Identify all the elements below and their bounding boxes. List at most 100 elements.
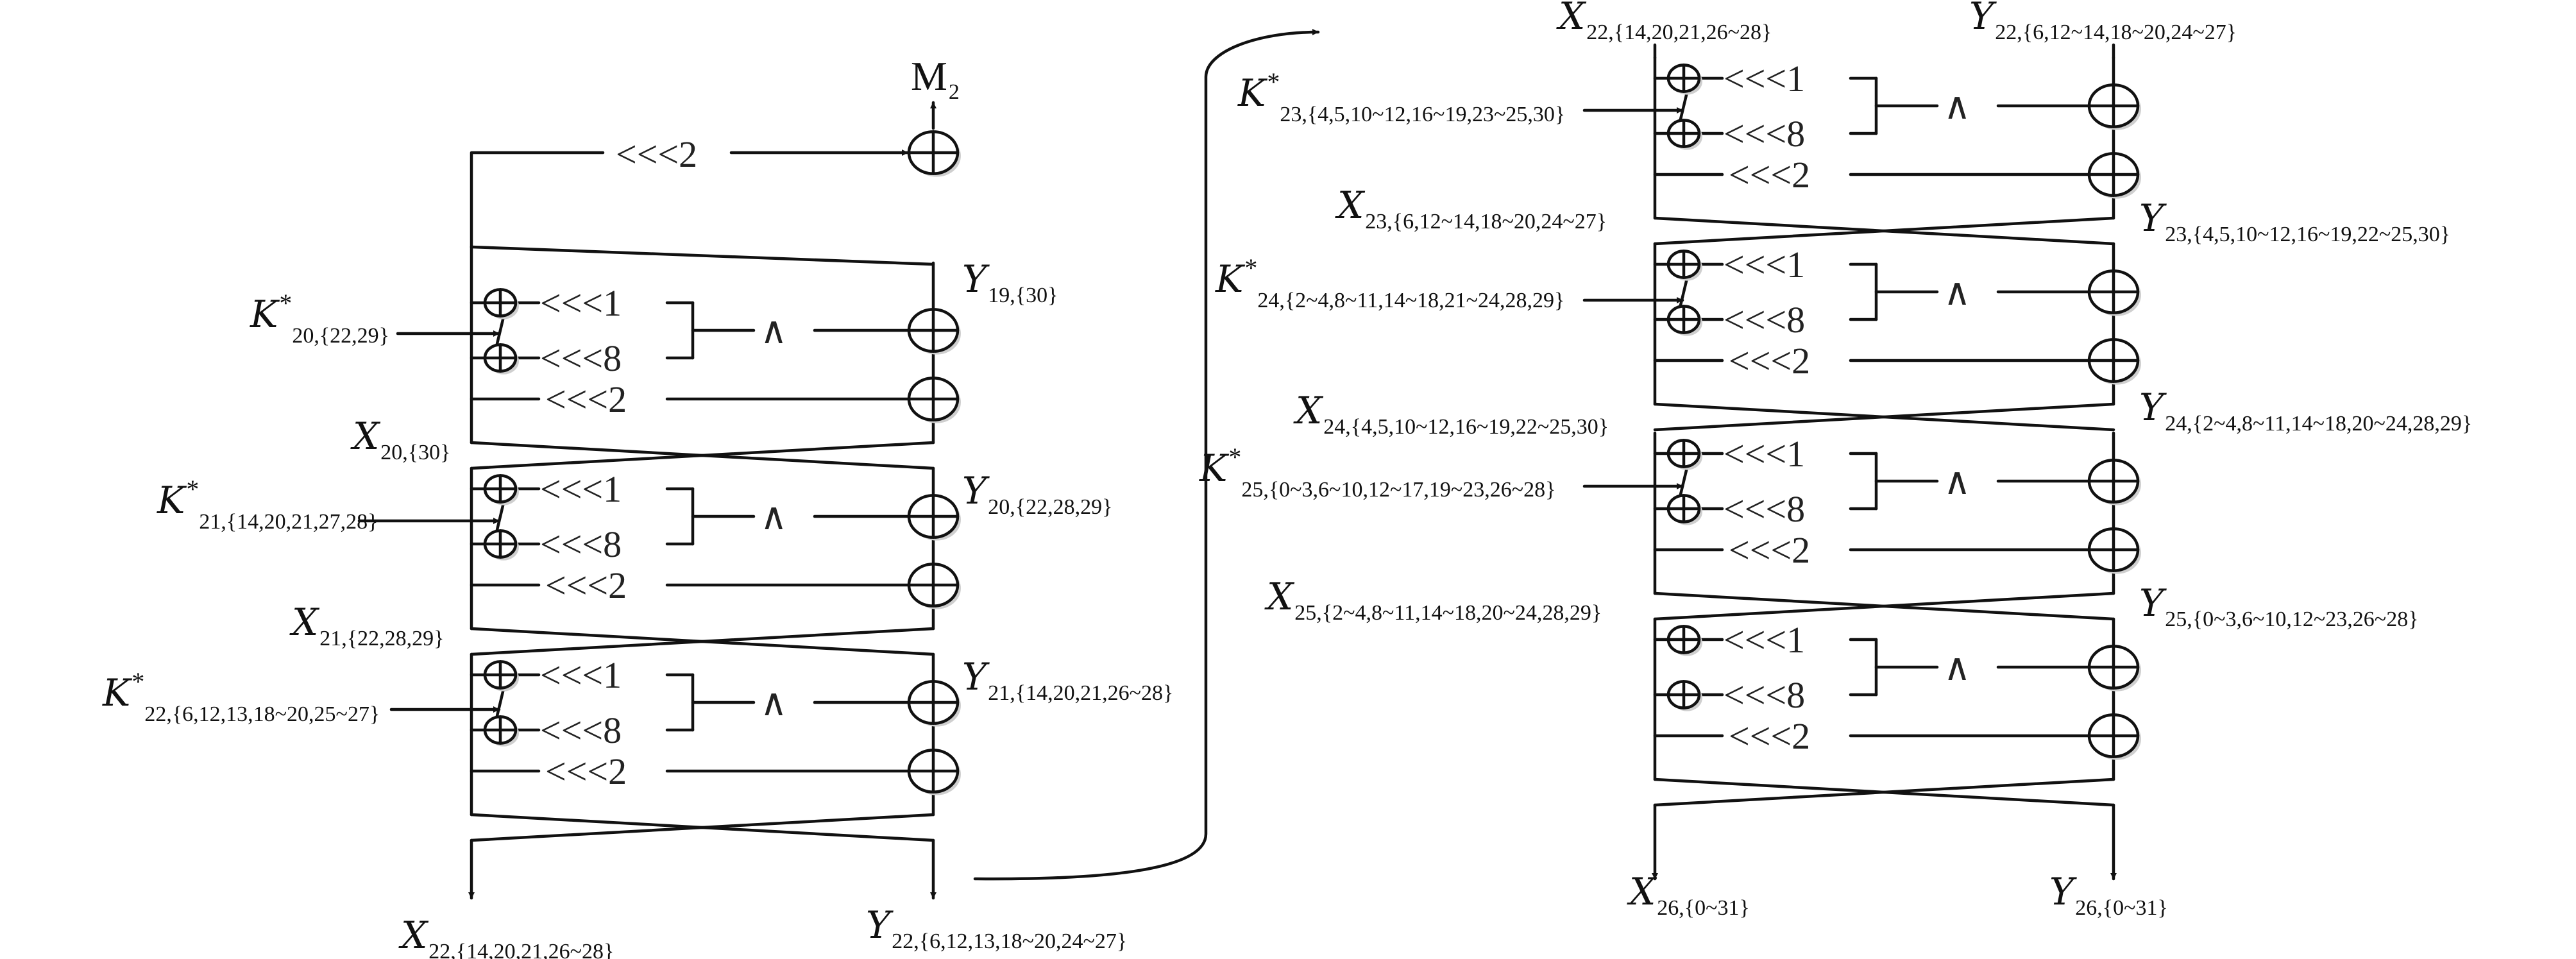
r26-rot2: <<<2 xyxy=(1729,715,1810,757)
r24-rot2-xor xyxy=(2087,338,2141,385)
r22-rot2: <<<2 xyxy=(545,751,627,792)
r26-rot2-xor xyxy=(2087,713,2141,760)
r22-rot2-xor xyxy=(907,749,961,795)
r23-key-xor-a xyxy=(1666,64,1702,95)
left-top-edge xyxy=(470,245,935,266)
r21-rot2: <<<2 xyxy=(545,564,627,606)
r26-key-xor-b xyxy=(1666,680,1702,711)
r25-rot1: <<<1 xyxy=(1724,433,1805,475)
x26-label: X26,{0~31} xyxy=(1627,870,1750,920)
x20-label: X20,{30} xyxy=(350,414,450,464)
r22-cross-b xyxy=(470,813,935,842)
r20-key-join xyxy=(495,312,506,348)
connector-curve xyxy=(973,29,1320,881)
r21-and: ∧ xyxy=(760,496,787,538)
r24-key-xor-b xyxy=(1666,305,1702,336)
x22-left-label: X22,{14,20,21,26~28} xyxy=(398,913,614,959)
r23-rot2: <<<2 xyxy=(1729,154,1810,196)
operator-texts: <<<2 <<<1 <<<8 ∧ <<<2 <<<1 <<<8 ∧ <<<2 <<<1 <<<8 ∧ <… xyxy=(540,58,1970,792)
r24-and: ∧ xyxy=(1944,271,1970,313)
r25-rot8: <<<8 xyxy=(1724,488,1805,530)
r26-rot8: <<<8 xyxy=(1724,674,1805,716)
y20-label: Y20,{22,28,29} xyxy=(962,469,1112,519)
r23-rot2-xor xyxy=(2087,152,2141,199)
r21-cross-b xyxy=(470,627,935,656)
r24-key-join xyxy=(1678,274,1690,310)
r25-key-xor-a xyxy=(1666,439,1702,470)
y19-label: Y19,{30} xyxy=(962,257,1058,307)
y22-left-label: Y22,{6,12,13,18~20,24~27} xyxy=(866,903,1127,953)
k20-label: K*20,{22,29} xyxy=(250,289,389,348)
r21-and-xor xyxy=(907,494,961,541)
r22-and-xor xyxy=(907,680,961,727)
r25-key-xor-b xyxy=(1666,494,1702,525)
r25-cross-b xyxy=(1653,591,2115,621)
x23-label: X23,{6,12~14,18~20,24~27} xyxy=(1335,183,1607,233)
m2-label: M2 xyxy=(911,53,960,104)
xor-operators xyxy=(483,64,2141,795)
r24-key-xor-a xyxy=(1666,250,1702,281)
r24-rot1: <<<1 xyxy=(1724,244,1805,285)
r21-rot2-xor xyxy=(907,563,961,609)
r26-rot1: <<<1 xyxy=(1724,619,1805,661)
r24-and-xor xyxy=(2087,269,2141,316)
x22-right-label: X22,{14,20,21,26~28} xyxy=(1556,0,1772,44)
r26-and: ∧ xyxy=(1944,647,1970,688)
r26-key-xor-a xyxy=(1666,625,1702,656)
r20-rot2-xor xyxy=(907,377,961,423)
r26-and-xor xyxy=(2087,645,2141,692)
k25-label: K*25,{0~3,6~10,12~17,19~23,26~28} xyxy=(1199,443,1555,502)
left-top-xor xyxy=(907,130,961,177)
r20-key-xor-a xyxy=(483,288,519,319)
y21-label: Y21,{14,20,21,26~28} xyxy=(962,655,1173,705)
r20-and-xor xyxy=(907,308,961,355)
x25-label: X25,{2~4,8~11,14~18,20~24,28,29} xyxy=(1264,575,1602,625)
r21-rot8: <<<8 xyxy=(540,523,622,565)
r26-cross-b xyxy=(1653,777,2115,807)
r20-key-xor-b xyxy=(483,343,519,375)
r21-key-join xyxy=(495,498,506,534)
r22-rot8: <<<8 xyxy=(540,709,622,751)
x24-label: X24,{4,5,10~12,16~19,22~25,30} xyxy=(1293,389,1609,439)
r23-and: ∧ xyxy=(1944,85,1970,127)
r24-rot8: <<<8 xyxy=(1724,299,1805,341)
r20-cross-b xyxy=(470,441,935,470)
left-top-rot2: <<<2 xyxy=(616,133,697,175)
r23-key-xor-b xyxy=(1666,119,1702,150)
k23-label: K*23,{4,5,10~12,16~19,23~25,30} xyxy=(1237,67,1565,126)
r25-key-join xyxy=(1678,463,1690,499)
r22-key-xor-a xyxy=(483,660,519,692)
r22-key-join xyxy=(495,684,506,720)
k24-label: K*24,{2~4,8~11,14~18,21~24,28,29} xyxy=(1215,253,1564,312)
variable-labels: M2K*20,{22,29} K*21,{14,20,21,27,28} K*22,… xyxy=(102,0,2472,959)
r25-rot2: <<<2 xyxy=(1729,529,1810,571)
y26-label: Y26,{0~31} xyxy=(2049,870,2168,920)
r21-key-xor-b xyxy=(483,529,519,561)
k22-label: K*22,{6,12,13,18~20,25~27} xyxy=(102,667,380,726)
r20-rot2: <<<2 xyxy=(545,378,627,420)
k21-label: K*21,{14,20,21,27,28} xyxy=(157,475,378,534)
r23-rot8: <<<8 xyxy=(1724,113,1805,155)
y23-label: Y23,{4,5,10~12,16~19,22~25,30} xyxy=(2139,196,2450,246)
r23-and-xor xyxy=(2087,83,2141,130)
left-top-wire xyxy=(470,151,605,249)
r23-cross-b xyxy=(1653,216,2115,246)
r22-key-xor-b xyxy=(483,715,519,747)
r23-key-join xyxy=(1678,88,1690,124)
r24-rot2: <<<2 xyxy=(1729,340,1810,382)
x21-label: X21,{22,28,29} xyxy=(289,600,444,650)
r24-cross-b xyxy=(1653,402,2115,432)
r25-and: ∧ xyxy=(1944,461,1970,502)
r20-and: ∧ xyxy=(760,310,787,352)
r20-rot8: <<<8 xyxy=(540,337,622,379)
y25-label: Y25,{0~3,6~10,12~23,26~28} xyxy=(2139,581,2419,631)
r20-rot1: <<<1 xyxy=(540,282,622,324)
r22-rot1: <<<1 xyxy=(540,654,622,696)
r25-rot2-xor xyxy=(2087,527,2141,574)
r23-rot1: <<<1 xyxy=(1724,58,1805,99)
r22-and: ∧ xyxy=(760,682,787,724)
r21-rot1: <<<1 xyxy=(540,468,622,510)
y24-label: Y24,{2~4,8~11,14~18,20~24,28,29} xyxy=(2139,386,2472,436)
y22-right-label: Y22,{6,12~14,18~20,24~27} xyxy=(1969,0,2237,44)
r21-key-xor-a xyxy=(483,474,519,505)
